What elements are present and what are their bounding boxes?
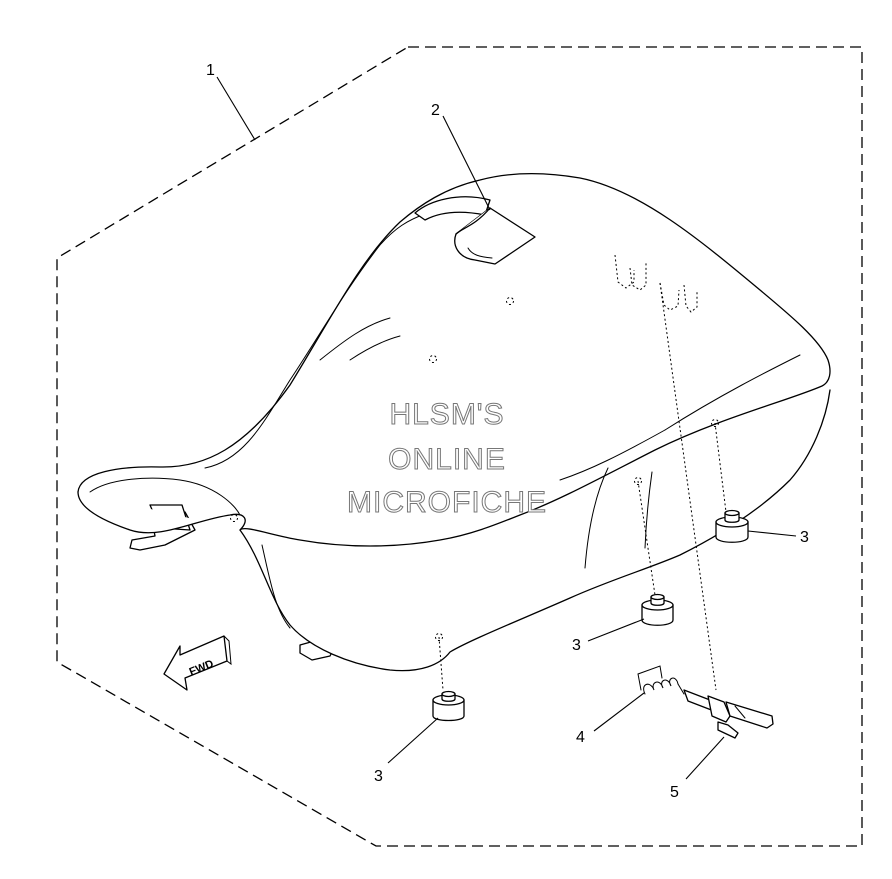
damper-rear (715, 509, 749, 543)
leader-1 (216, 76, 256, 141)
projection-line (659, 282, 717, 691)
callout-1: 1 (206, 62, 215, 79)
watermark-line-2: ONLINE (388, 443, 506, 476)
leader-4 (593, 692, 645, 732)
seat (77, 173, 831, 672)
damper-middle (641, 593, 674, 626)
callout-3-rear: 3 (800, 529, 809, 546)
projection-line (714, 422, 727, 513)
latch-spring (637, 665, 685, 695)
callout-4: 4 (576, 729, 585, 746)
leader-3-rear (747, 530, 797, 537)
leader-5 (685, 736, 725, 780)
watermark-line-1: HLSM'S (389, 398, 504, 431)
leader-3-front (387, 717, 439, 764)
callout-3-front: 3 (374, 768, 383, 785)
watermark: HLSM'S ONLINE MICROFICHE (347, 398, 547, 520)
forward-arrow: FWD (163, 635, 232, 691)
leader-2 (442, 115, 491, 211)
latch-pin (683, 689, 774, 739)
projection-line (637, 480, 656, 596)
callout-2: 2 (431, 102, 440, 119)
seat-strap (454, 207, 536, 265)
damper-front (432, 690, 465, 722)
arrow-forward-icon (163, 635, 228, 691)
assembly-boundary (56, 46, 863, 847)
watermark-line-3: MICROFICHE (347, 486, 547, 519)
callout-5: 5 (670, 784, 679, 801)
leader-3-middle (587, 618, 645, 642)
callout-3-middle: 3 (572, 637, 581, 654)
